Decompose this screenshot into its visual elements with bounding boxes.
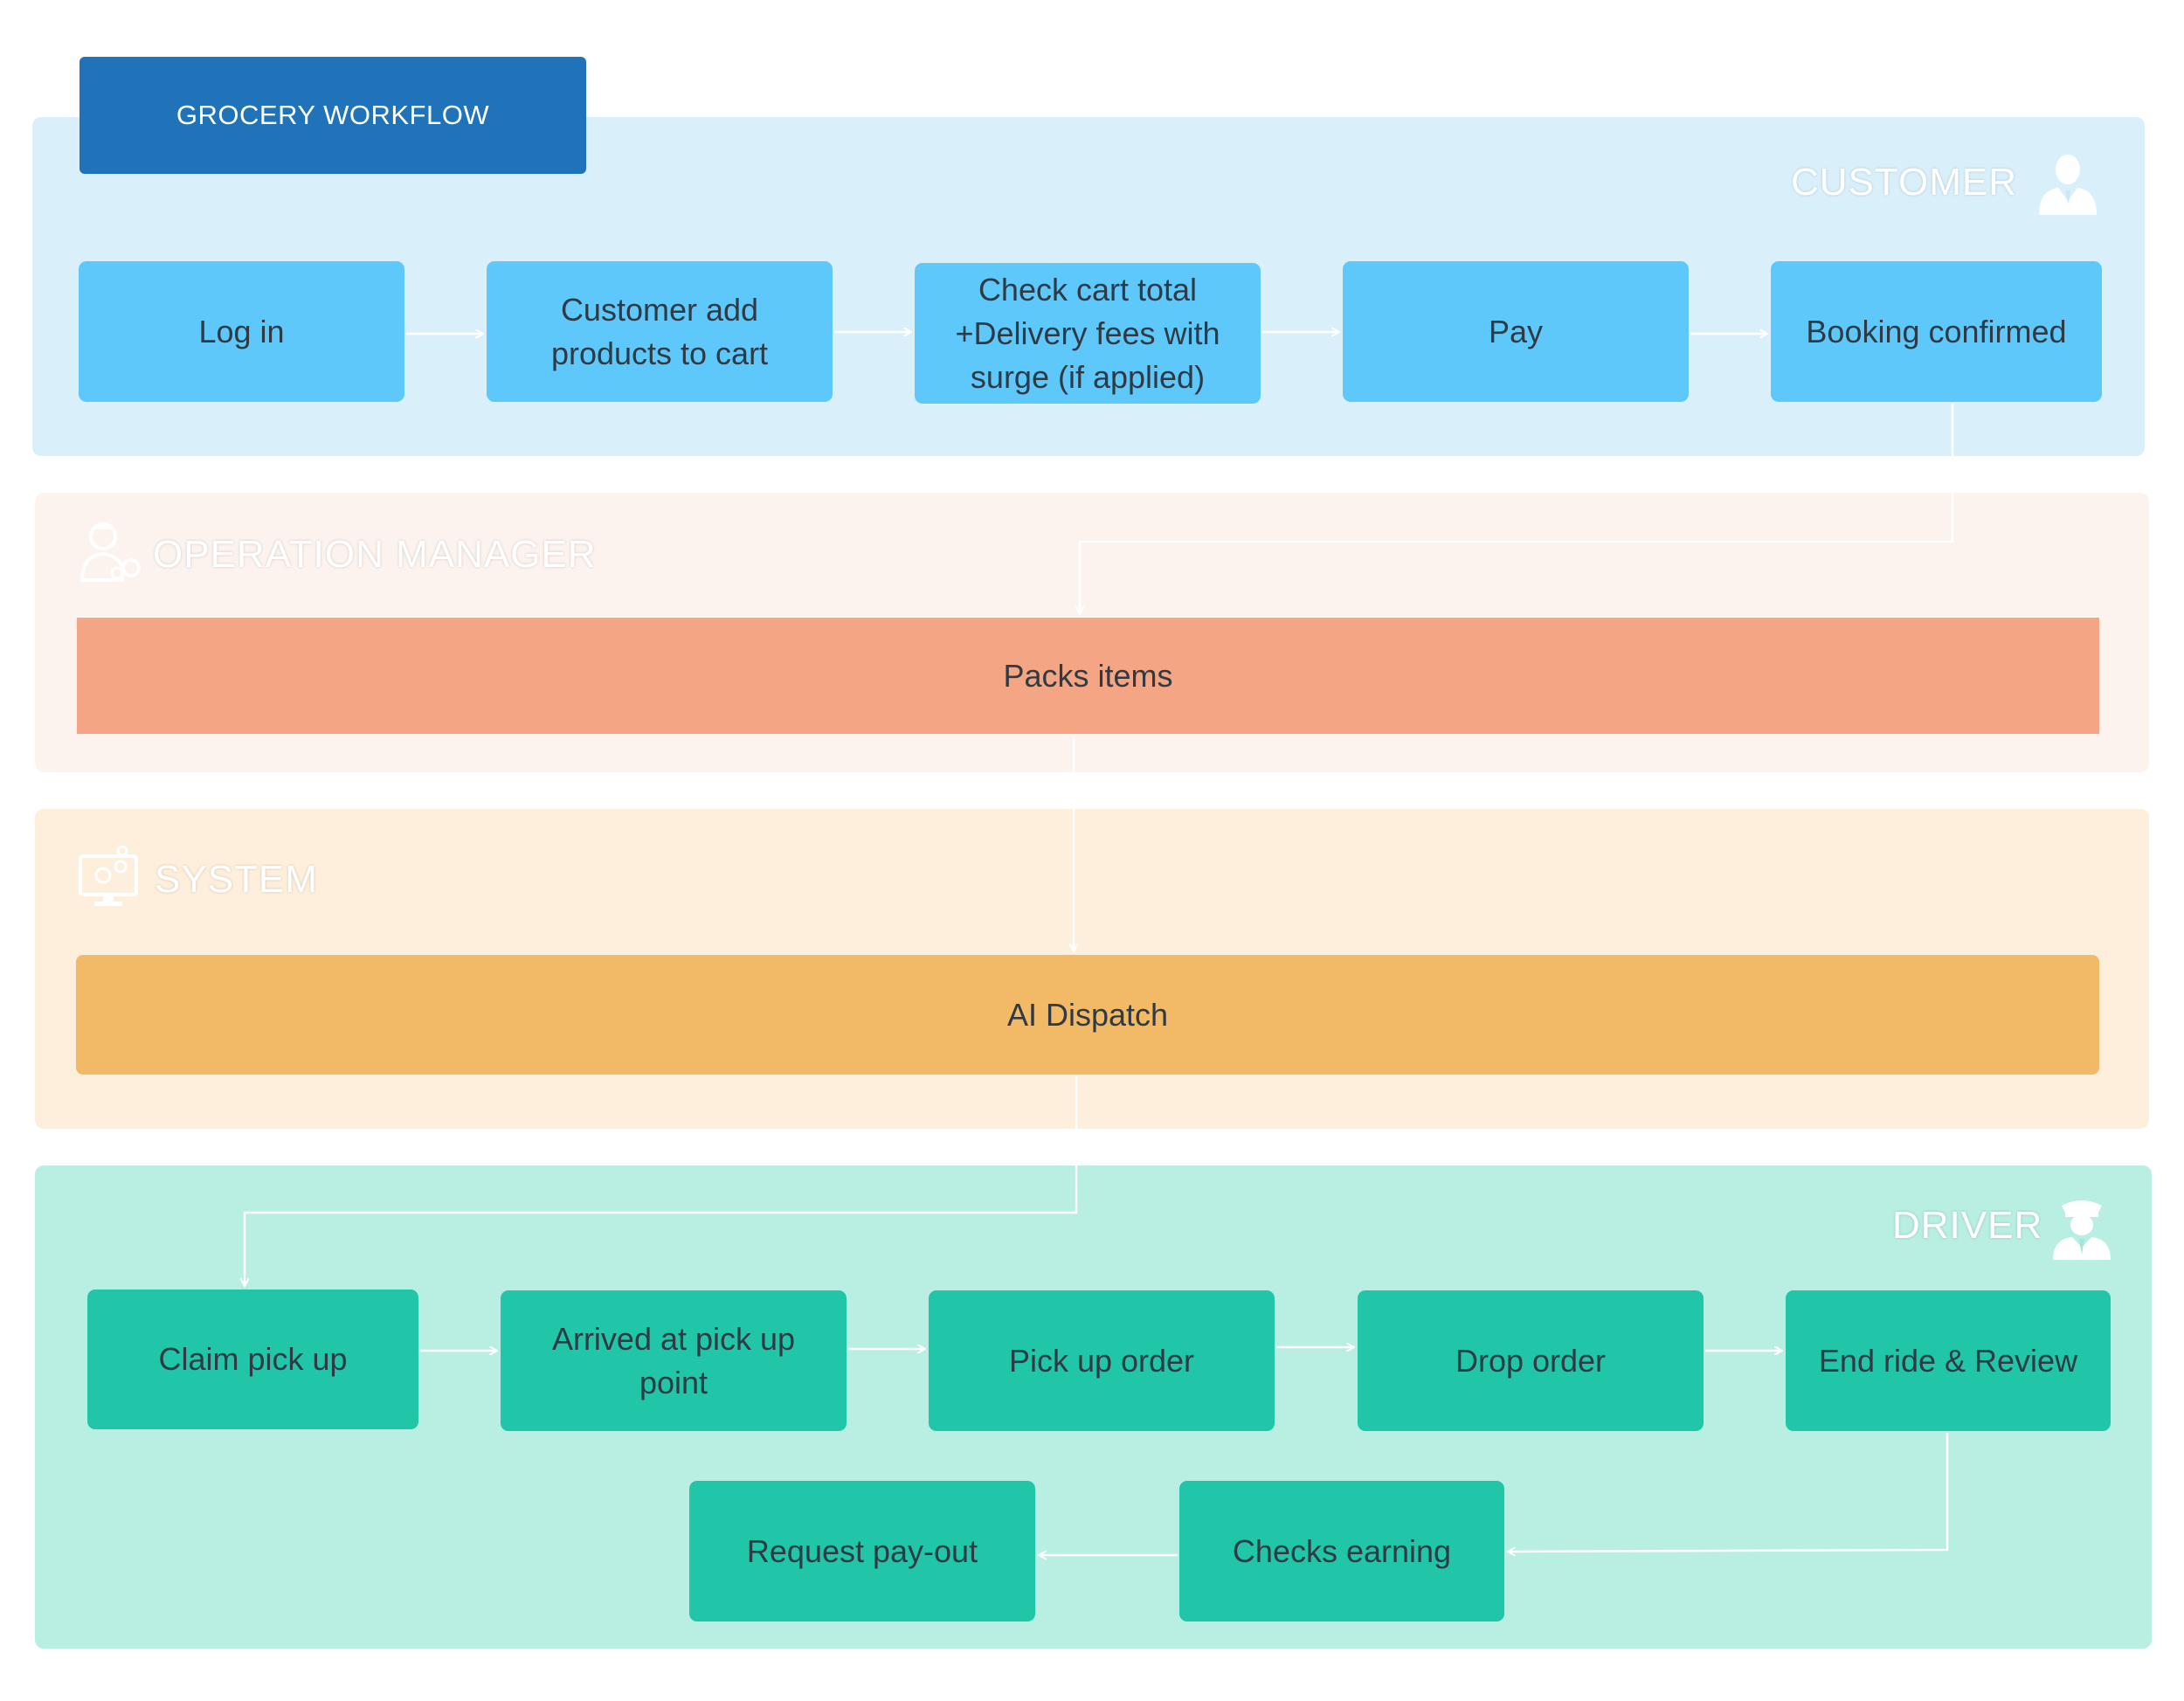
operation-manager-icon: [79, 522, 141, 582]
step-arrived-at-pick-up-point[interactable]: Arrived at pick up point: [501, 1290, 847, 1431]
step-add-products-to-cart[interactable]: Customer add products to cart: [487, 261, 833, 402]
step-drop-order[interactable]: Drop order: [1358, 1290, 1704, 1431]
customer-person-icon: [2039, 155, 2097, 215]
step-claim-pick-up[interactable]: Claim pick up: [87, 1290, 418, 1429]
diagram-title: GROCERY WORKFLOW: [79, 57, 586, 174]
step-pay[interactable]: Pay: [1343, 261, 1689, 402]
lane-title-system: SYSTEM: [155, 858, 318, 901]
step-booking-confirmed[interactable]: Booking confirmed: [1771, 261, 2102, 402]
lane-title-driver: DRIVER: [1892, 1204, 2043, 1247]
step-end-ride-review[interactable]: End ride & Review: [1786, 1290, 2111, 1431]
step-check-cart-total[interactable]: Check cart total +Delivery fees with sur…: [915, 263, 1261, 404]
computer-gears-icon: [79, 846, 138, 906]
step-log-in[interactable]: Log in: [79, 261, 404, 402]
step-checks-earning[interactable]: Checks earning: [1179, 1481, 1504, 1621]
lane-title-operation-manager: OPERATION MANAGER: [153, 533, 597, 576]
step-request-pay-out[interactable]: Request pay-out: [689, 1481, 1035, 1621]
step-ai-dispatch[interactable]: AI Dispatch: [76, 955, 2099, 1075]
driver-cap-icon: [2053, 1200, 2111, 1260]
step-pick-up-order[interactable]: Pick up order: [929, 1290, 1275, 1431]
step-packs-items[interactable]: Packs items: [77, 618, 2099, 734]
lane-title-customer: CUSTOMER: [1791, 161, 2017, 204]
